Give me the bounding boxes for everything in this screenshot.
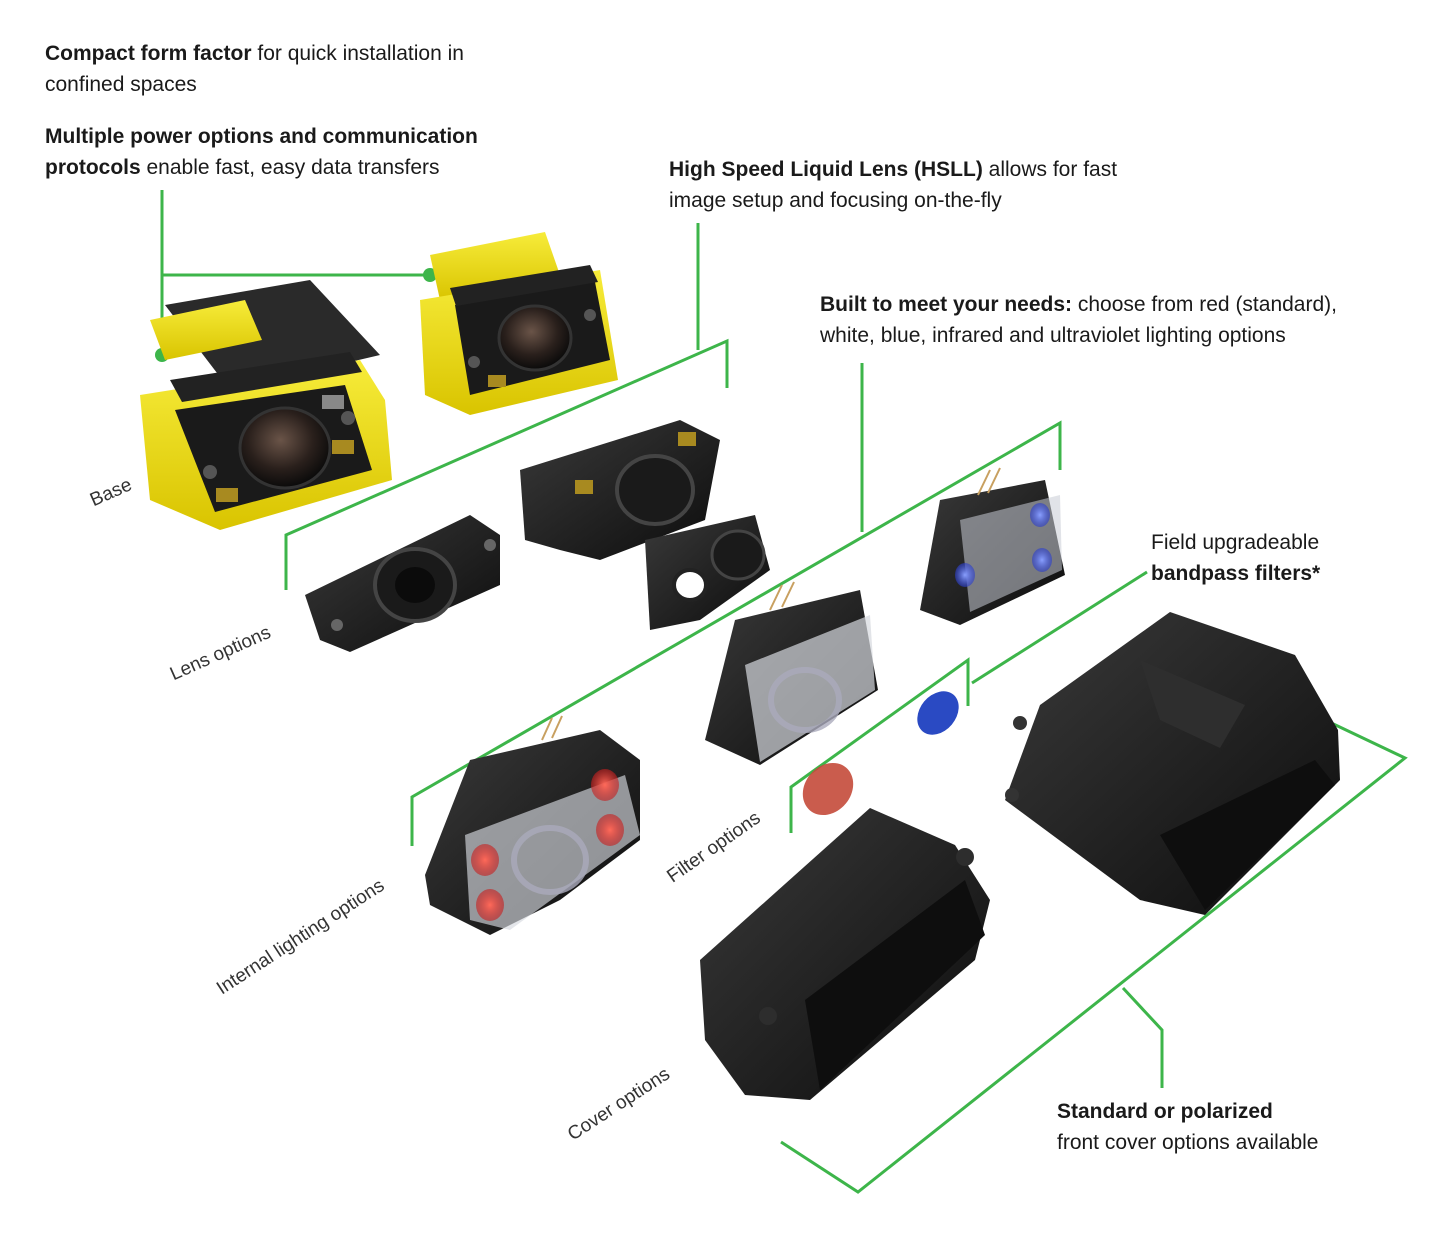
cover-option-large (1005, 612, 1340, 915)
callout-power-options: Multiple power options and communication… (45, 121, 525, 183)
cover-option-small (700, 808, 990, 1100)
callout-filters-text: Field upgradeable (1151, 531, 1320, 554)
callout-compact-text: for quick installation in confined space… (45, 42, 464, 96)
callout-cover-text: front cover options available (1057, 1131, 1319, 1154)
callout-cover-options: Standard or polarized front cover options… (1057, 1096, 1377, 1158)
base-camera-front (140, 280, 392, 530)
lens-option-1 (305, 515, 500, 652)
callout-hsll: High Speed Liquid Lens (HSLL) allows for… (669, 154, 1119, 216)
callout-bandpass-filters: Field upgradeable bandpass filters* (1151, 527, 1351, 589)
filter-blue (917, 691, 959, 735)
callout-hsll-text: allows for fast image setup and focusing… (669, 158, 1118, 212)
callout-power-text: enable fast, easy data transfers (140, 156, 440, 179)
lens-option-2 (520, 420, 720, 560)
callout-compact-form-factor: Compact form factor for quick installati… (45, 38, 525, 100)
callout-cover-bold: Standard or polarized (1057, 1100, 1273, 1123)
leader-lines (160, 190, 1408, 1194)
callout-hsll-bold: High Speed Liquid Lens (HSLL) (669, 158, 983, 181)
lighting-option-white (705, 581, 878, 765)
base-camera-rear (420, 232, 618, 415)
callout-filters-bold: bandpass filters* (1151, 562, 1321, 585)
leader-dot-connector (423, 268, 437, 282)
lighting-option-red (425, 715, 640, 935)
callout-power-bold: Multiple power options and communication… (45, 125, 478, 179)
lens-option-3 (645, 515, 770, 630)
lighting-option-blue (920, 467, 1065, 625)
callout-needs-text: choose from red (standard), white, blue,… (820, 293, 1337, 347)
filter-red (802, 762, 854, 816)
callout-needs-bold: Built to meet your needs: (820, 293, 1073, 316)
callout-compact-bold: Compact form factor (45, 42, 252, 65)
callout-lighting-needs: Built to meet your needs: choose from re… (820, 289, 1390, 351)
